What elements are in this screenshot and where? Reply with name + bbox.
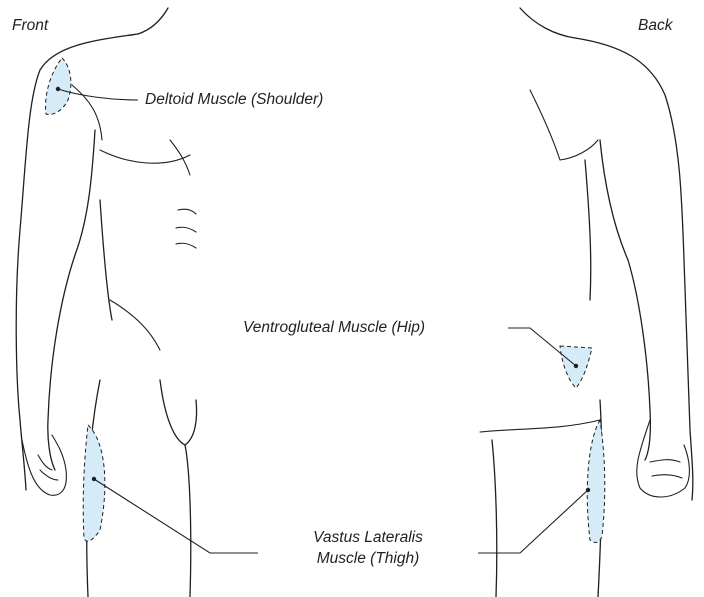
back-arm-outline [575,38,693,500]
front-vastus-site [83,425,105,541]
back-figure [480,8,693,597]
front-inner-arm [48,130,95,470]
back-scapula [530,90,598,160]
ventrogluteal-label: Ventrogluteal Muscle (Hip) [243,318,425,338]
back-torso-side [585,160,591,300]
back-vastus-leader [478,490,588,553]
front-inner-leg [160,380,191,597]
back-vastus-site [587,420,605,543]
front-neck-line [138,8,168,34]
front-crotch [185,400,197,445]
front-arm-outline [16,34,138,490]
front-groin-line [110,300,160,350]
back-gluteal-fold [480,420,600,432]
front-sternum-line [170,140,190,175]
front-view-label: Front [12,16,48,36]
front-abs [176,209,196,248]
back-inner-leg [492,440,497,597]
front-pectoral-line [100,150,190,163]
front-fingers [38,455,58,480]
deltoid-site [46,58,71,114]
vastus-lateralis-label-line2: Muscle (Thigh) [268,549,468,569]
deltoid-label: Deltoid Muscle (Shoulder) [145,90,323,110]
back-hand [637,420,690,497]
front-shoulder-detail [72,85,102,140]
vastus-lateralis-label-line1: Vastus Lateralis [268,528,468,548]
back-inner-arm [600,140,650,460]
front-vastus-leader [94,479,258,553]
back-neck-line [520,8,575,38]
front-torso-side [100,200,112,320]
back-view-label: Back [638,16,672,36]
front-hand [22,435,66,495]
back-fingers [650,460,682,478]
